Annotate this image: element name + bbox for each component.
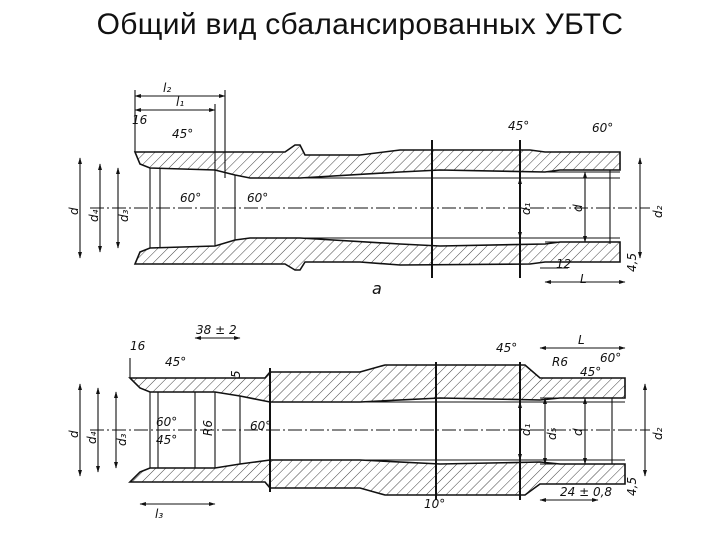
dim-a-l2: l₂ bbox=[163, 81, 171, 95]
dim-a-16: 16 bbox=[132, 113, 148, 127]
drawing-b-upper-wall bbox=[128, 364, 626, 403]
drawing-b-lower-wall bbox=[128, 459, 626, 496]
drawing-a-pin-lines bbox=[545, 170, 620, 244]
dim-a-l1: l₁ bbox=[176, 95, 184, 109]
dim-a-r45: 45° bbox=[508, 119, 529, 133]
drawing-a-upper-wall bbox=[133, 144, 621, 179]
dim-b-5: 5 bbox=[229, 370, 243, 378]
dim-b-L: L bbox=[578, 333, 585, 347]
dim-b-10: 10° bbox=[424, 497, 445, 511]
dim-b-4-5: 4,5 bbox=[625, 477, 639, 496]
dim-a-d: d bbox=[67, 207, 81, 215]
dim-b-d-right: d bbox=[571, 428, 585, 436]
dim-a-d2: d₂ bbox=[651, 205, 665, 218]
dim-b-d: d bbox=[67, 430, 81, 438]
dim-b-R6: R6 bbox=[201, 420, 215, 436]
dim-b-d3: d₃ bbox=[115, 433, 129, 446]
dim-a-r60: 60° bbox=[592, 121, 613, 135]
dim-a-d3: d₃ bbox=[117, 209, 131, 222]
dim-b-d2: d₂ bbox=[651, 427, 665, 440]
dim-b-16: 16 bbox=[130, 339, 146, 353]
dim-b-d5: d₅ bbox=[545, 427, 559, 440]
dim-a-12: 12 bbox=[556, 257, 571, 271]
dim-b-60-neck: 60° bbox=[250, 419, 271, 433]
dim-a-60-inner: 60° bbox=[180, 191, 201, 205]
dim-b-60-right: 60° bbox=[600, 351, 621, 365]
slide-title: Общий вид сбалансированных УБТС bbox=[96, 8, 624, 41]
dim-b-45-inner: 45° bbox=[156, 433, 177, 447]
drawing-a: l₂ l₁ 16 45° 60° 60° d d₄ d₃ d₁ d d₂ 45°… bbox=[67, 81, 665, 298]
drawing-b: 16 38 ± 2 45° 5 60° 45° R6 60° d d₄ d₃ l… bbox=[67, 323, 665, 521]
drawing-a-caption: a bbox=[372, 279, 382, 298]
dim-b-60: 60° bbox=[156, 415, 177, 429]
dim-a-d-right: d bbox=[571, 204, 585, 212]
dim-a-d1: d₁ bbox=[519, 202, 533, 215]
dim-b-R6-right: R6 bbox=[552, 355, 568, 369]
dim-b-45: 45° bbox=[165, 355, 186, 369]
dim-b-d4: d₄ bbox=[85, 431, 99, 444]
dim-b-r45: 45° bbox=[496, 341, 517, 355]
dim-a-4-5: 4,5 bbox=[625, 253, 639, 272]
dim-a-d4: d₄ bbox=[87, 209, 101, 222]
drawing-b-pin-lines bbox=[540, 397, 625, 465]
drawing-a-lower-wall bbox=[133, 237, 621, 271]
dim-b-l3: l₃ bbox=[155, 507, 163, 521]
dim-b-45-right: 45° bbox=[580, 365, 601, 379]
dim-b-24: 24 ± 0,8 bbox=[560, 485, 612, 499]
dim-a-L: L bbox=[580, 272, 587, 286]
dim-b-d1: d₁ bbox=[519, 423, 533, 436]
dim-a-45: 45° bbox=[172, 127, 193, 141]
dim-b-38: 38 ± 2 bbox=[196, 323, 237, 337]
dim-a-60-neck: 60° bbox=[247, 191, 268, 205]
